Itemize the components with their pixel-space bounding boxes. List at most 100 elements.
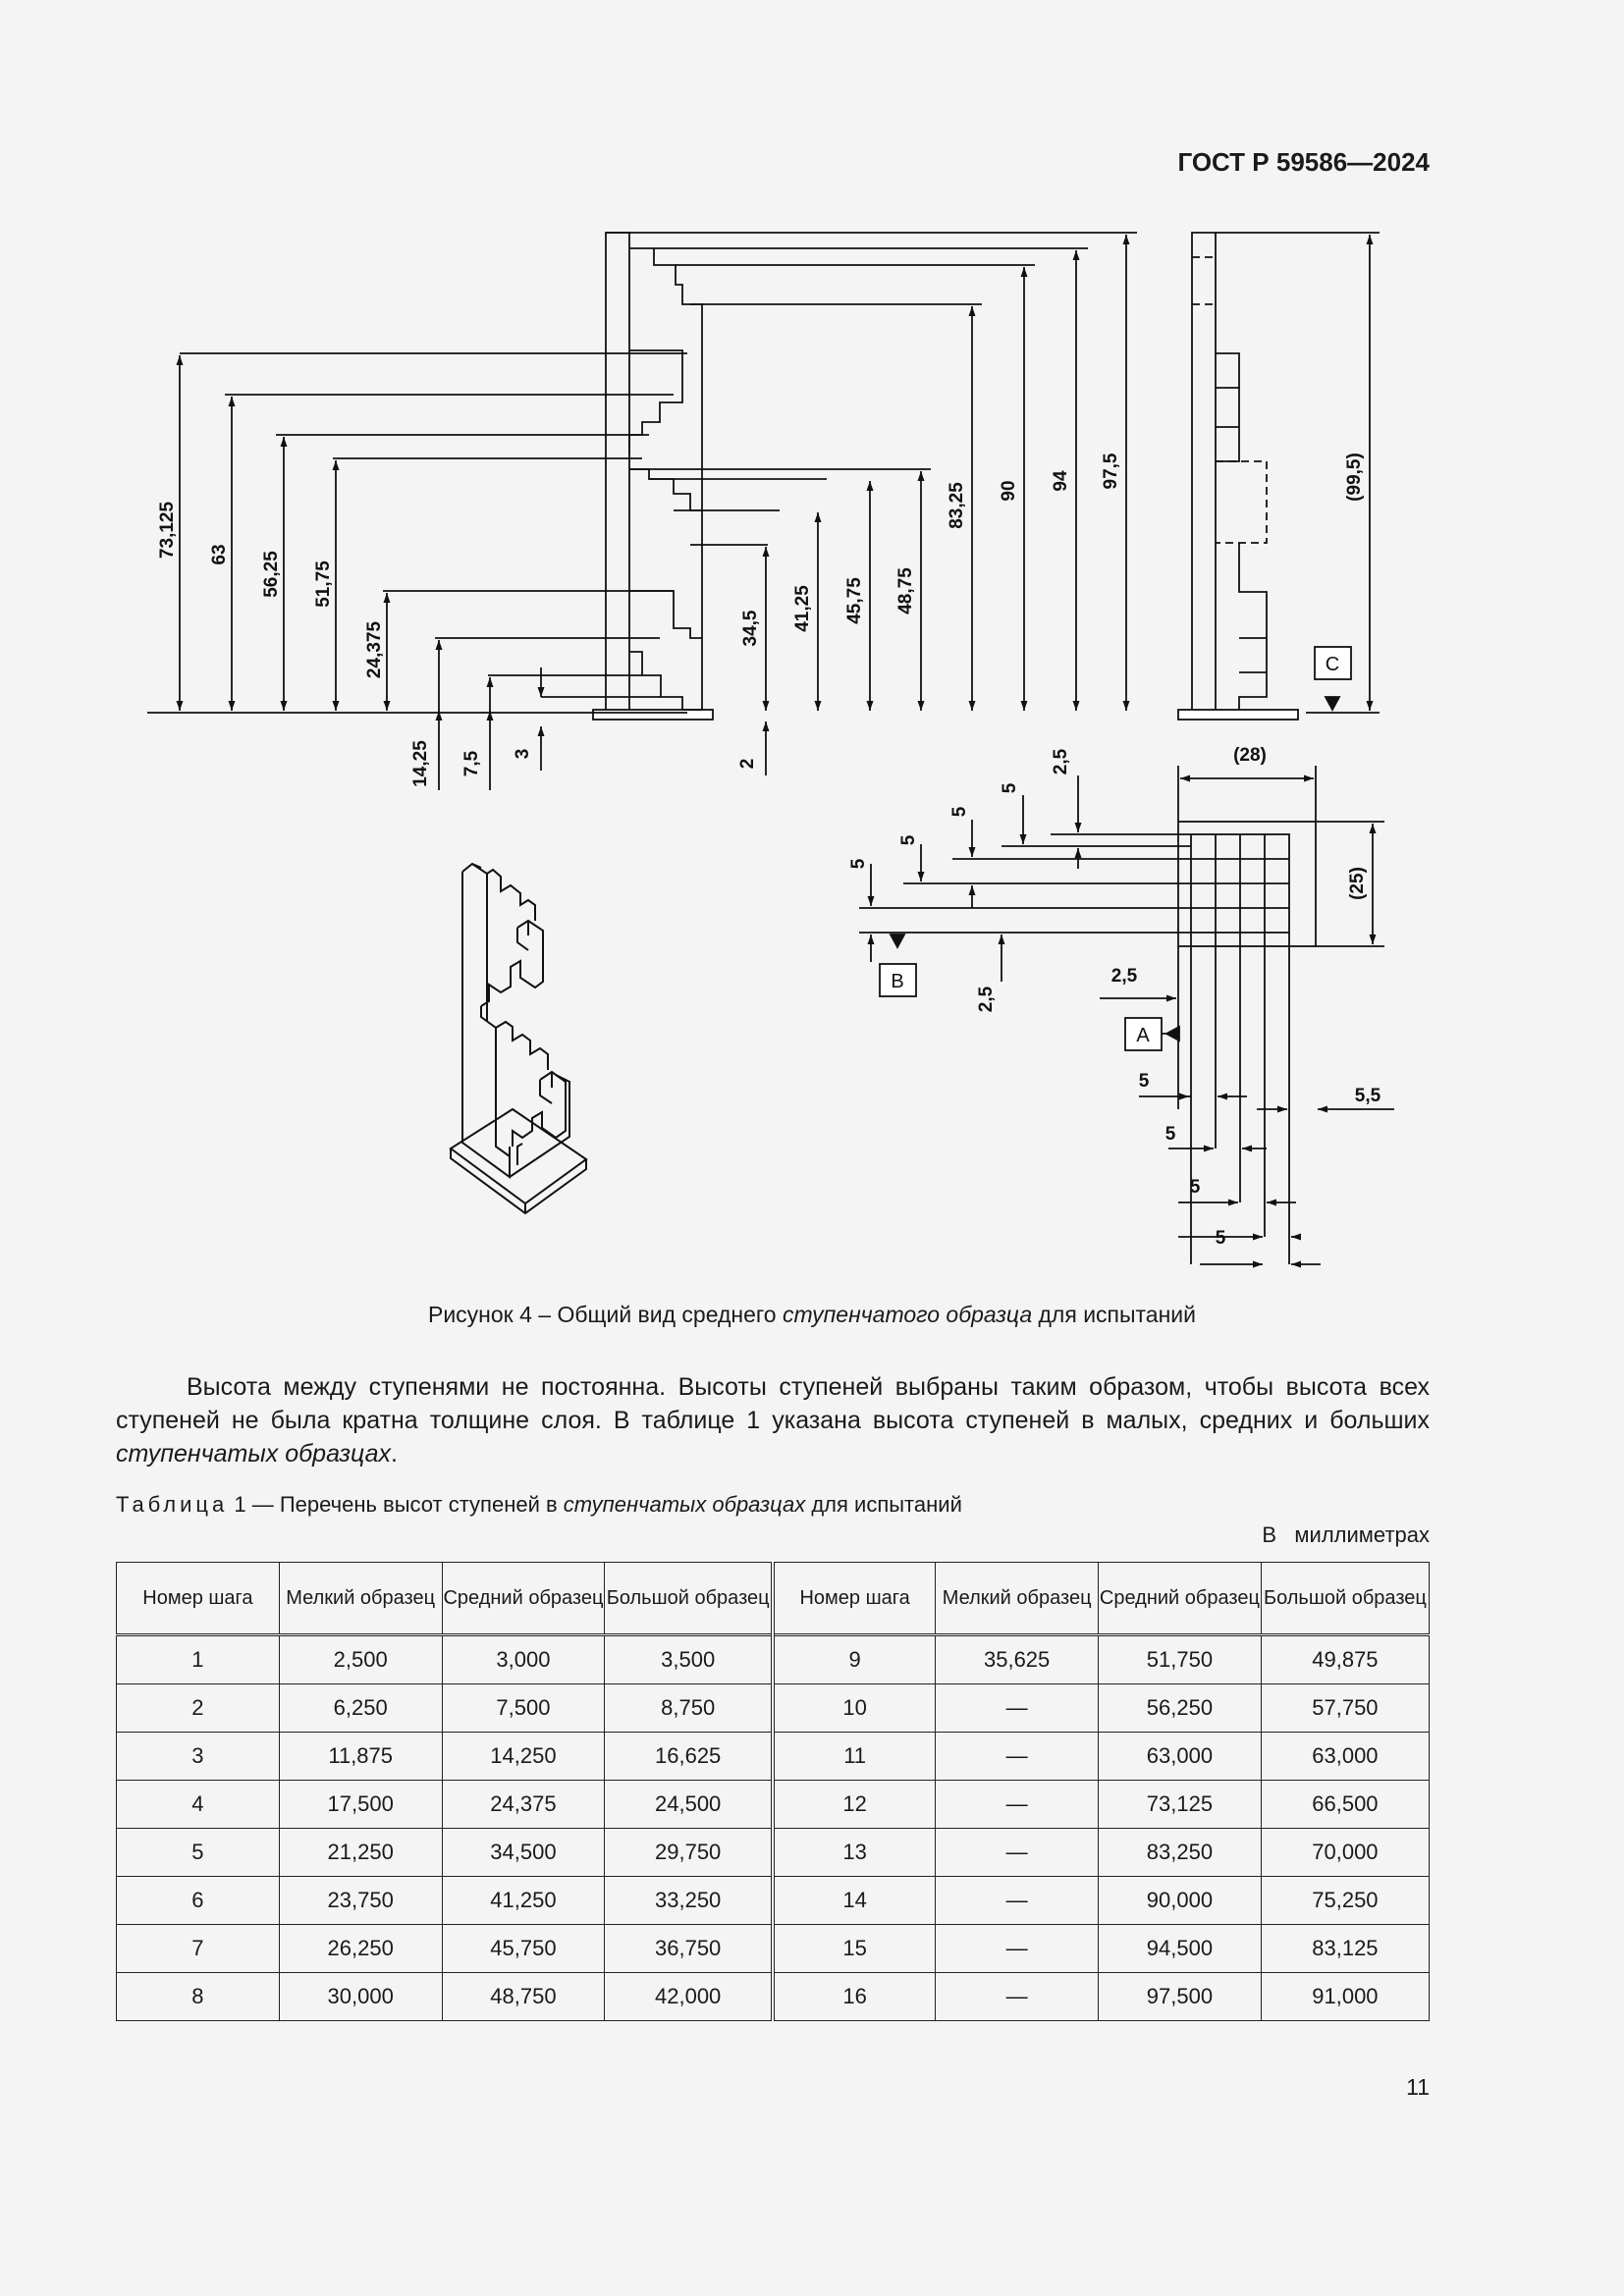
table-cell: 94,500 xyxy=(1098,1924,1262,1973)
dim-5-c: 5 xyxy=(949,806,970,817)
table-cell: 7 xyxy=(116,1924,280,1973)
table-cell: 34,500 xyxy=(441,1828,606,1877)
table-cell: 7,500 xyxy=(441,1683,606,1733)
table-cell: 45,750 xyxy=(441,1924,606,1973)
table-cell: 16,625 xyxy=(604,1732,774,1781)
table-cell: — xyxy=(935,1828,1100,1877)
table-cell: 16 xyxy=(770,1972,937,2021)
table-cell: — xyxy=(935,1924,1100,1973)
col-header: Номер шага xyxy=(770,1562,937,1636)
table-cell: 3,000 xyxy=(441,1633,606,1684)
table-cell: 4 xyxy=(116,1780,280,1829)
dim-bottom-5-c: 5 xyxy=(1190,1177,1201,1198)
dim-5-d: 5 xyxy=(1000,782,1020,793)
dim-2-5-h: 2,5 xyxy=(1111,966,1138,987)
table-cell: 30,000 xyxy=(278,1972,443,2021)
page-number: 11 xyxy=(1406,2074,1430,2100)
table-cell: 42,000 xyxy=(604,1972,774,2021)
dim-99-5: (99,5) xyxy=(1344,453,1365,502)
datum-a-label: A xyxy=(1136,1025,1150,1046)
dim-83-25: 83,25 xyxy=(947,482,967,529)
datum-b-label: B xyxy=(891,971,903,992)
table-cell: — xyxy=(935,1683,1100,1733)
dim-bottom-5-d: 5 xyxy=(1216,1228,1226,1249)
col-header: Средний образец xyxy=(1098,1562,1262,1636)
table-cell: 17,500 xyxy=(278,1780,443,1829)
table-cell: 8,750 xyxy=(604,1683,774,1733)
table-cell: 21,250 xyxy=(278,1828,443,1877)
table-cell: 1 xyxy=(116,1633,280,1684)
dim-bottom-5-b: 5 xyxy=(1165,1124,1176,1145)
table-cell: 26,250 xyxy=(278,1924,443,1973)
table-cell: 12 xyxy=(770,1780,937,1829)
col-header: Мелкий образец xyxy=(278,1562,443,1636)
table-cell: 8 xyxy=(116,1972,280,2021)
table-cell: 33,250 xyxy=(604,1876,774,1925)
col-header: Номер шага xyxy=(116,1562,280,1636)
dim-34-5: 34,5 xyxy=(740,610,761,646)
dim-24-375: 24,375 xyxy=(364,621,385,679)
table-cell: 24,375 xyxy=(441,1780,606,1829)
dim-5-a: 5 xyxy=(848,858,869,869)
table-cell: 48,750 xyxy=(441,1972,606,2021)
table-cell: 14,250 xyxy=(441,1732,606,1781)
table-cell: 2 xyxy=(116,1683,280,1733)
dim-94: 94 xyxy=(1051,470,1071,492)
table-header-row: Номер шага Мелкий образец Средний образе… xyxy=(116,1562,1431,1636)
dim-63: 63 xyxy=(209,544,230,564)
front-stairs-outline xyxy=(629,247,703,711)
table-cell: 97,500 xyxy=(1098,1972,1262,2021)
datum-a-box xyxy=(1124,1017,1163,1051)
table-cell: 36,750 xyxy=(604,1924,774,1973)
col-header: Средний образец xyxy=(441,1562,606,1636)
table-cell: 75,250 xyxy=(1260,1876,1431,1925)
table-cell: 10 xyxy=(770,1683,937,1733)
table-cell: 73,125 xyxy=(1098,1780,1262,1829)
table-cell: 91,000 xyxy=(1260,1972,1431,2021)
table-cell: — xyxy=(935,1972,1100,2021)
table-cell: 83,250 xyxy=(1098,1828,1262,1877)
table-cell: 57,750 xyxy=(1260,1683,1431,1733)
table-cell: 5 xyxy=(116,1828,280,1877)
table-cell: 3 xyxy=(116,1732,280,1781)
isometric-view xyxy=(449,862,588,1215)
table-cell: 83,125 xyxy=(1260,1924,1431,1973)
dim-5-b: 5 xyxy=(898,834,919,845)
col-header: Большой образец xyxy=(1260,1562,1431,1636)
dim-2-5-top: 2,5 xyxy=(1051,748,1071,774)
table-cell: 11 xyxy=(770,1732,937,1781)
dim-2-5-bottom: 2,5 xyxy=(976,986,997,1012)
table-cell: 9 xyxy=(770,1633,937,1684)
front-base-plate xyxy=(592,709,714,721)
table-cell: 51,750 xyxy=(1098,1633,1262,1684)
table-cell: 6,250 xyxy=(278,1683,443,1733)
table-cell: 66,500 xyxy=(1260,1780,1431,1829)
document-header: ГОСТ Р 59586—2024 xyxy=(1177,147,1430,177)
side-base-plate xyxy=(1177,709,1299,721)
dim-51-75: 51,75 xyxy=(313,561,334,608)
table-cell: — xyxy=(935,1876,1100,1925)
table-cell: 6 xyxy=(116,1876,280,1925)
figure-caption: Рисунок 4 – Общий вид среднего ступенчат… xyxy=(427,1302,1196,1327)
body-paragraph: Высота между ступенями не постоянна. Выс… xyxy=(116,1373,1430,1468)
dim-5-5: 5,5 xyxy=(1355,1086,1381,1106)
dim-45-75: 45,75 xyxy=(844,577,865,624)
table-cell: 14 xyxy=(770,1876,937,1925)
table-cell: 11,875 xyxy=(278,1732,443,1781)
table-cell: 90,000 xyxy=(1098,1876,1262,1925)
figure-drawing: 73,125 63 56,25 51,75 24,375 14,25 7,5 3… xyxy=(147,232,1394,1268)
table-cell: 2,500 xyxy=(278,1633,443,1684)
table-cell: 3,500 xyxy=(604,1633,774,1684)
datum-c-label: C xyxy=(1326,654,1339,675)
table-cell: 63,000 xyxy=(1260,1732,1431,1781)
table-units: В миллиметрах xyxy=(1262,1522,1430,1547)
dim-56-25: 56,25 xyxy=(261,551,282,598)
table-cell: 15 xyxy=(770,1924,937,1973)
